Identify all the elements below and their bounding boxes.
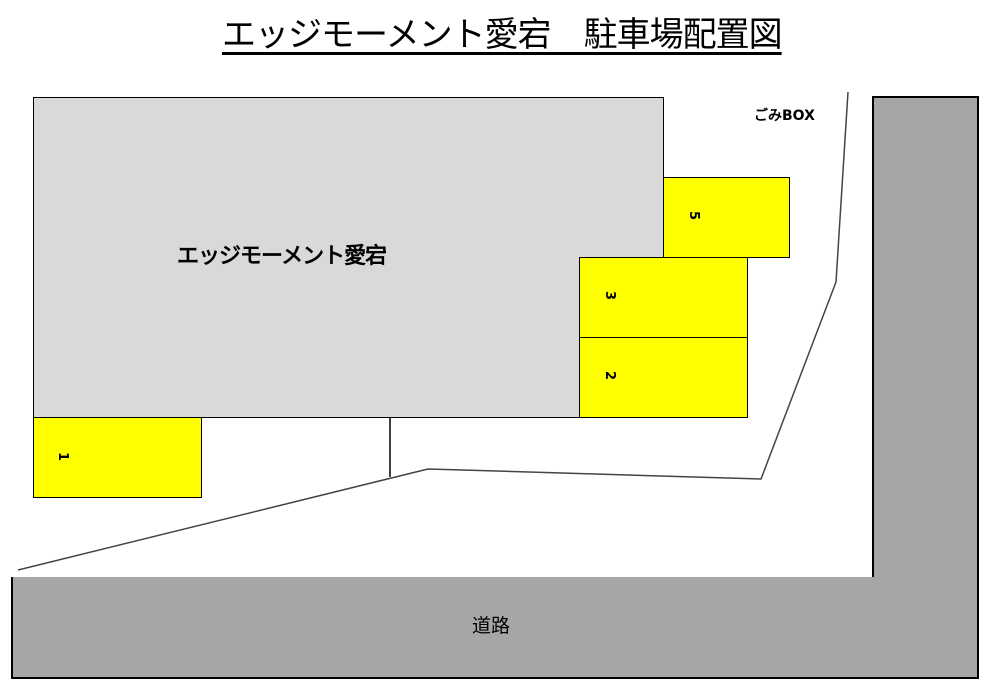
parking-space-number: 2: [602, 370, 618, 381]
page-title: エッジモーメント愛宕 駐車場配置図: [222, 15, 783, 55]
parking-space-5: 5: [663, 177, 790, 258]
road-shape: [12, 97, 978, 678]
garbage-box-label: ごみBOX: [754, 108, 815, 124]
parking-space-1: 1: [33, 417, 202, 498]
parking-space-3: 3: [579, 257, 748, 338]
parking-space-number: 1: [55, 451, 71, 462]
parking-space-2: 2: [579, 337, 748, 418]
road-border: [11, 96, 979, 679]
parking-space-number: 5: [686, 210, 702, 221]
site-boundary-line: [17, 91, 849, 571]
parking-space-number: 3: [602, 290, 618, 301]
building-label: エッジモーメント愛宕: [177, 244, 387, 269]
building: エッジモーメント愛宕: [33, 97, 664, 418]
road-label: 道路: [472, 615, 511, 637]
